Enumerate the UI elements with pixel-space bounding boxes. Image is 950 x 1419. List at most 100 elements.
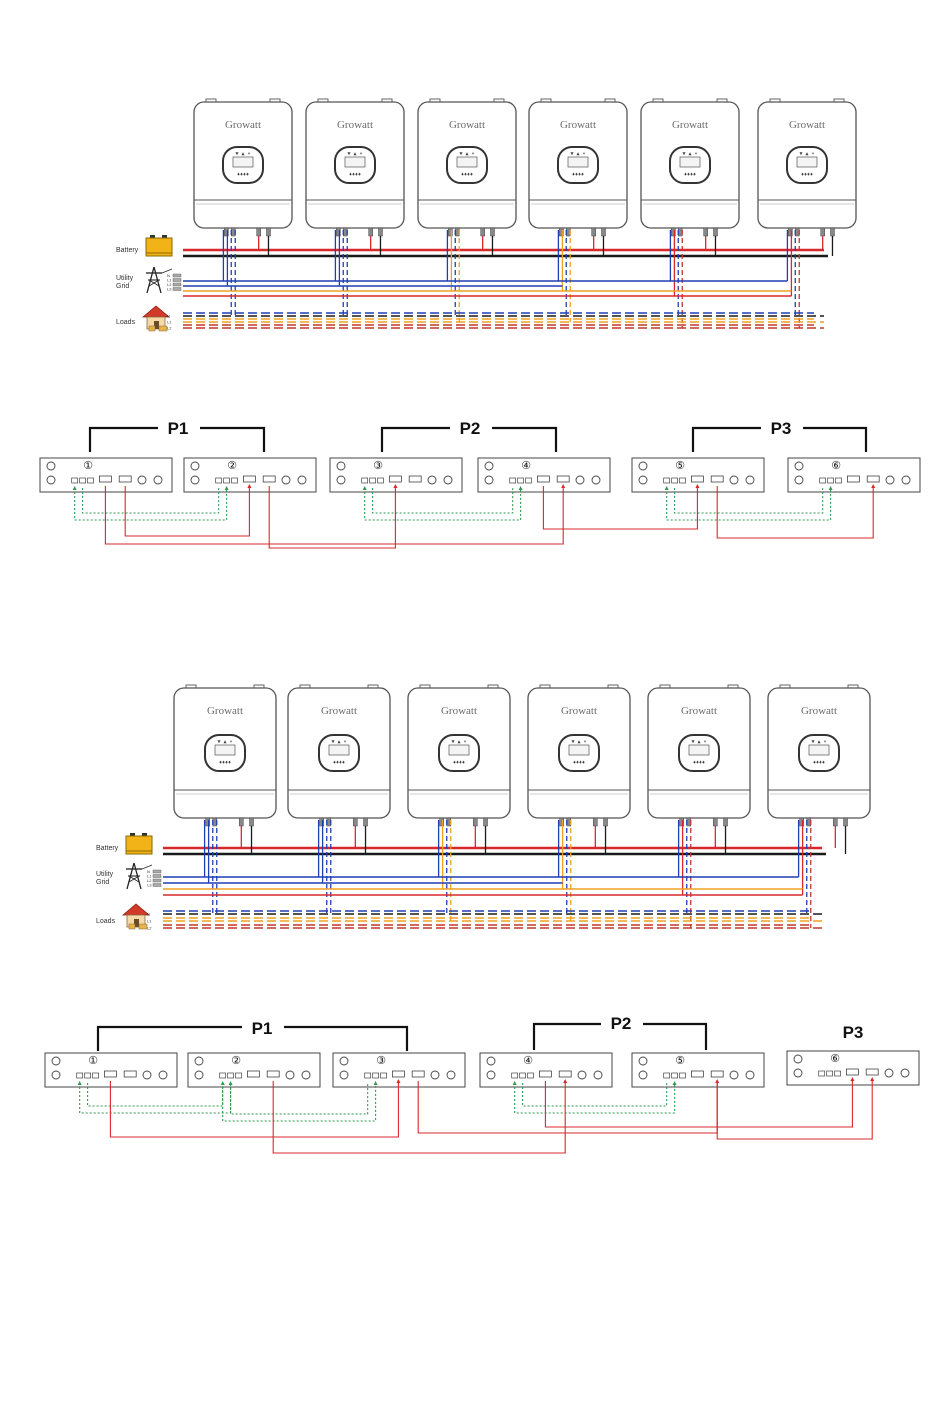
comm-port: [369, 477, 376, 484]
arrow-head: [224, 486, 229, 490]
parallel-port: [691, 1070, 704, 1078]
unit-gland: [484, 475, 494, 485]
comm-port: [819, 477, 827, 484]
pylon-brace: [128, 875, 140, 883]
utility-pylon-icon: [146, 266, 173, 294]
parallel-port: [391, 1070, 405, 1078]
pylon-cable: [141, 864, 153, 870]
terminal-gland: [239, 817, 244, 827]
parallel-unit: ⑥: [787, 457, 921, 493]
parallel-port: [104, 1070, 117, 1078]
brand-logo: Growatt: [207, 705, 243, 717]
appliance: [158, 325, 168, 332]
brand-logo: Growatt: [561, 705, 597, 717]
parallel-port: [118, 475, 132, 483]
unit-number: ②: [227, 459, 237, 472]
unit-gland: [446, 1070, 456, 1080]
unit-gland: [297, 475, 307, 485]
load-terminal-label: N: [167, 314, 170, 319]
unit-gland: [443, 475, 453, 485]
arrow-head: [247, 484, 252, 488]
current-sharing-link: [417, 1081, 718, 1134]
unit-panel: [787, 457, 921, 493]
unit-panel: [479, 1052, 613, 1088]
unit-number: ③: [373, 459, 383, 472]
unit-gland: [281, 475, 291, 485]
unit-gland: [577, 1070, 587, 1080]
unit-number: ①: [83, 459, 93, 472]
load-terminal-label: L1: [147, 919, 152, 924]
arrow-head: [373, 1081, 378, 1085]
parallel-port: [691, 475, 704, 483]
arrow-head: [561, 484, 566, 488]
group-label: P2: [611, 1014, 632, 1033]
brand-logo: Growatt: [337, 119, 373, 131]
inverter: Growatt▼ ▲ ▾♦♦♦♦: [640, 98, 740, 237]
terminal-gland: [559, 817, 564, 827]
lcd-buttons: ♦♦♦♦: [453, 760, 465, 766]
current-sharing-link: [716, 1079, 873, 1140]
inverter: Growatt▼ ▲ ▾♦♦♦♦: [757, 98, 857, 237]
lcd-buttons: ♦♦♦♦: [572, 172, 584, 178]
terminal-gland: [368, 227, 373, 237]
parallel-port: [558, 1070, 572, 1078]
grid-terminal-label: L3: [167, 287, 172, 292]
brand-logo: Growatt: [681, 705, 717, 717]
battery-icon: [145, 235, 173, 257]
lcd-buttons: ♦♦♦♦: [573, 760, 585, 766]
comm-port: [79, 477, 86, 484]
appliance: [138, 923, 148, 930]
arrow-head: [672, 1081, 677, 1085]
comm-port: [663, 1072, 671, 1079]
inverter: Growatt▼ ▲ ▾♦♦♦♦: [305, 98, 405, 237]
lcd-screen: [232, 156, 254, 168]
unit-gland: [158, 1070, 168, 1080]
comm-port: [364, 1072, 372, 1079]
arrow-head: [220, 1081, 225, 1085]
battery-label: Battery: [96, 845, 119, 852]
comm-port: [235, 1072, 242, 1079]
grid-terminal: [172, 282, 182, 287]
terminal-gland: [205, 817, 210, 827]
lcd-buttons: ♦♦♦♦: [237, 172, 249, 178]
terminal-gland: [483, 817, 488, 827]
lcd-indicators: ▼ ▲ ▾: [331, 739, 346, 745]
parallel-port: [411, 1070, 425, 1078]
lcd-buttons: ♦♦♦♦: [801, 172, 813, 178]
house-roof: [121, 903, 151, 916]
grid-terminal: [172, 278, 182, 282]
lcd-screen: [328, 744, 350, 756]
house-icon: [121, 903, 151, 930]
grid-terminal-label: N: [147, 869, 150, 874]
comm-port: [818, 1070, 826, 1077]
unit-gland: [638, 1056, 648, 1066]
terminal-gland: [591, 227, 596, 237]
unit-number: ④: [523, 1054, 533, 1067]
terminal-gland: [378, 227, 383, 237]
comm-link: [230, 1083, 369, 1115]
terminal-gland: [593, 817, 598, 827]
comm-port: [231, 477, 238, 484]
terminal-gland: [671, 227, 676, 237]
terminal-gland: [256, 227, 261, 237]
arrow-head: [77, 1081, 82, 1085]
lcd-buttons: ♦♦♦♦: [349, 172, 361, 178]
terminal-gland: [480, 227, 485, 237]
battery-icon: [125, 833, 153, 855]
lcd-indicators: ▼ ▲ ▾: [682, 151, 697, 157]
grid-terminal: [152, 869, 162, 874]
lcd-indicators: ▼ ▲ ▾: [459, 151, 474, 157]
comm-port: [87, 477, 94, 484]
arrow-head: [828, 486, 833, 490]
terminal-gland: [249, 817, 254, 827]
grid-terminal-label: N: [167, 273, 170, 278]
battery-terminal: [162, 235, 167, 239]
parallel-port: [865, 1068, 879, 1076]
arrow-head: [695, 484, 700, 488]
grid-terminal: [152, 878, 162, 883]
comm-port: [215, 477, 223, 484]
group-label: P1: [252, 1019, 273, 1038]
lcd-indicators: ▼ ▲ ▾: [570, 151, 585, 157]
